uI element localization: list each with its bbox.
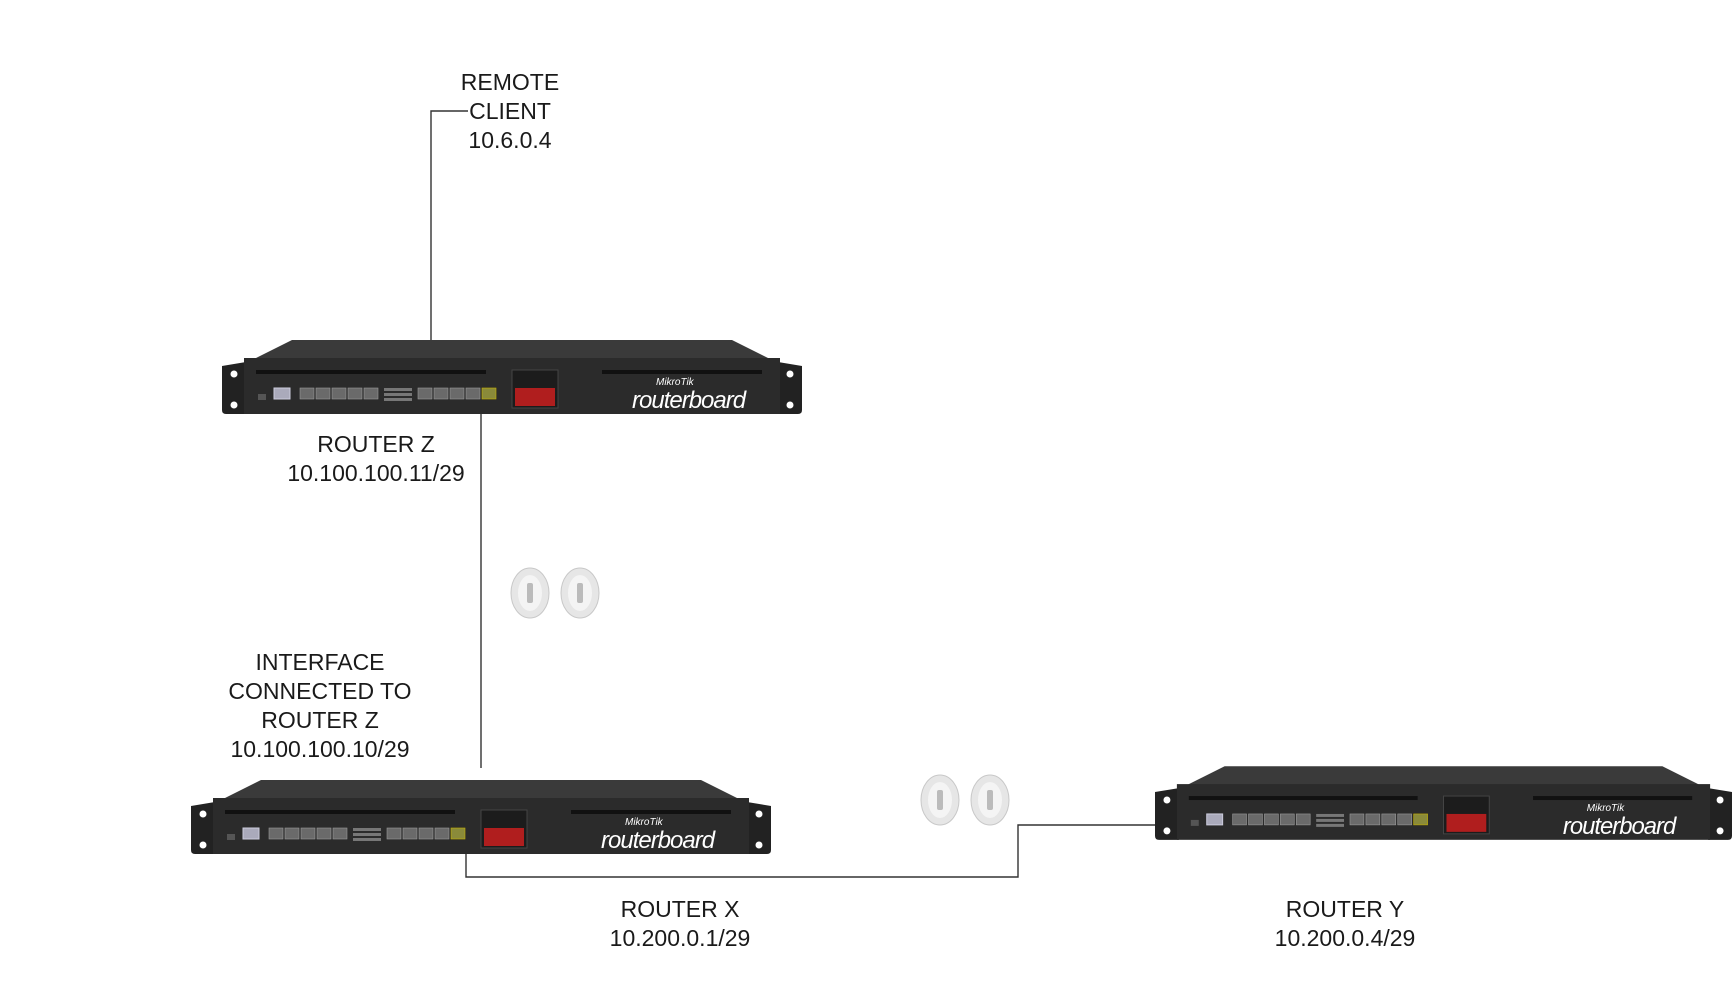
remote-client-line-1: REMOTE xyxy=(460,69,560,95)
model-text: routerboard xyxy=(601,827,716,854)
router-y-name: ROUTER Y xyxy=(1285,896,1405,922)
router-z-name: ROUTER Z xyxy=(317,431,435,457)
interface-line-2: CONNECTED TO xyxy=(228,678,412,704)
router-z-ip: 10.100.100.11/29 xyxy=(287,460,465,486)
sfp-port xyxy=(273,387,291,400)
ethernet-ports xyxy=(299,387,497,400)
vent-slots xyxy=(1188,796,1693,801)
remote-client-label: REMOTE CLIENT 10.6.0.4 xyxy=(430,68,590,155)
router-x-device: MikroTik routerboard xyxy=(191,780,771,854)
router-x-name: ROUTER X xyxy=(620,896,740,922)
rack-ears xyxy=(1155,788,1732,840)
led-grid xyxy=(1316,813,1345,827)
chassis-top xyxy=(252,340,772,360)
brand-text: MikroTik xyxy=(625,817,664,828)
usb-port xyxy=(258,394,266,400)
wireless-antennas-z-x xyxy=(510,567,600,619)
dish-antenna-icon xyxy=(560,567,600,619)
usb-port xyxy=(227,834,235,840)
chassis-top xyxy=(221,780,741,800)
sfp-port xyxy=(242,827,260,840)
interface-ip: 10.100.100.10/29 xyxy=(230,736,410,762)
vent-slots xyxy=(256,370,762,374)
router-y-ip: 10.200.0.4/29 xyxy=(1274,925,1416,951)
led-grid xyxy=(353,828,381,841)
dish-antenna-icon xyxy=(970,774,1010,826)
led-grid xyxy=(384,388,412,401)
router-x-ip: 10.200.0.1/29 xyxy=(609,925,751,951)
interface-label: INTERFACE CONNECTED TO ROUTER Z 10.100.1… xyxy=(200,648,440,764)
rack-ears xyxy=(191,802,771,854)
ethernet-ports xyxy=(1232,813,1428,826)
brand-logo: MikroTik routerboard xyxy=(1563,803,1678,840)
brand-text: MikroTik xyxy=(1587,803,1625,814)
interface-line-1: INTERFACE xyxy=(255,649,385,675)
router-y-device: MikroTik routerboard xyxy=(1155,766,1732,840)
interface-line-3: ROUTER Z xyxy=(261,707,379,733)
chassis-top xyxy=(1184,766,1703,787)
dish-antenna-icon xyxy=(920,774,960,826)
usb-port xyxy=(1190,819,1199,826)
lcd-panel xyxy=(511,369,559,409)
router-z-label: ROUTER Z 10.100.100.11/29 xyxy=(256,430,496,488)
wireless-antennas-x-y xyxy=(920,774,1010,826)
lcd-panel xyxy=(1443,795,1490,835)
ethernet-ports xyxy=(268,827,466,840)
sfp-port xyxy=(1206,813,1224,826)
model-text: routerboard xyxy=(1563,813,1677,840)
dish-antenna-icon xyxy=(510,567,550,619)
vent-slots xyxy=(225,810,731,814)
brand-logo: MikroTik routerboard xyxy=(632,377,748,414)
router-x-label: ROUTER X 10.200.0.1/29 xyxy=(560,895,800,953)
remote-client-line-2: CLIENT xyxy=(469,98,551,124)
brand-text: MikroTik xyxy=(656,377,695,388)
model-text: routerboard xyxy=(632,387,747,414)
lcd-panel xyxy=(480,809,528,849)
router-y-label: ROUTER Y 10.200.0.4/29 xyxy=(1225,895,1465,953)
remote-client-ip: 10.6.0.4 xyxy=(468,127,552,153)
link-remote-client-router-z xyxy=(430,110,468,388)
brand-logo: MikroTik routerboard xyxy=(601,817,717,854)
rack-ears xyxy=(222,362,802,414)
router-z-device: MikroTik routerboard xyxy=(222,340,802,414)
link-router-x-router-y xyxy=(465,824,1165,878)
